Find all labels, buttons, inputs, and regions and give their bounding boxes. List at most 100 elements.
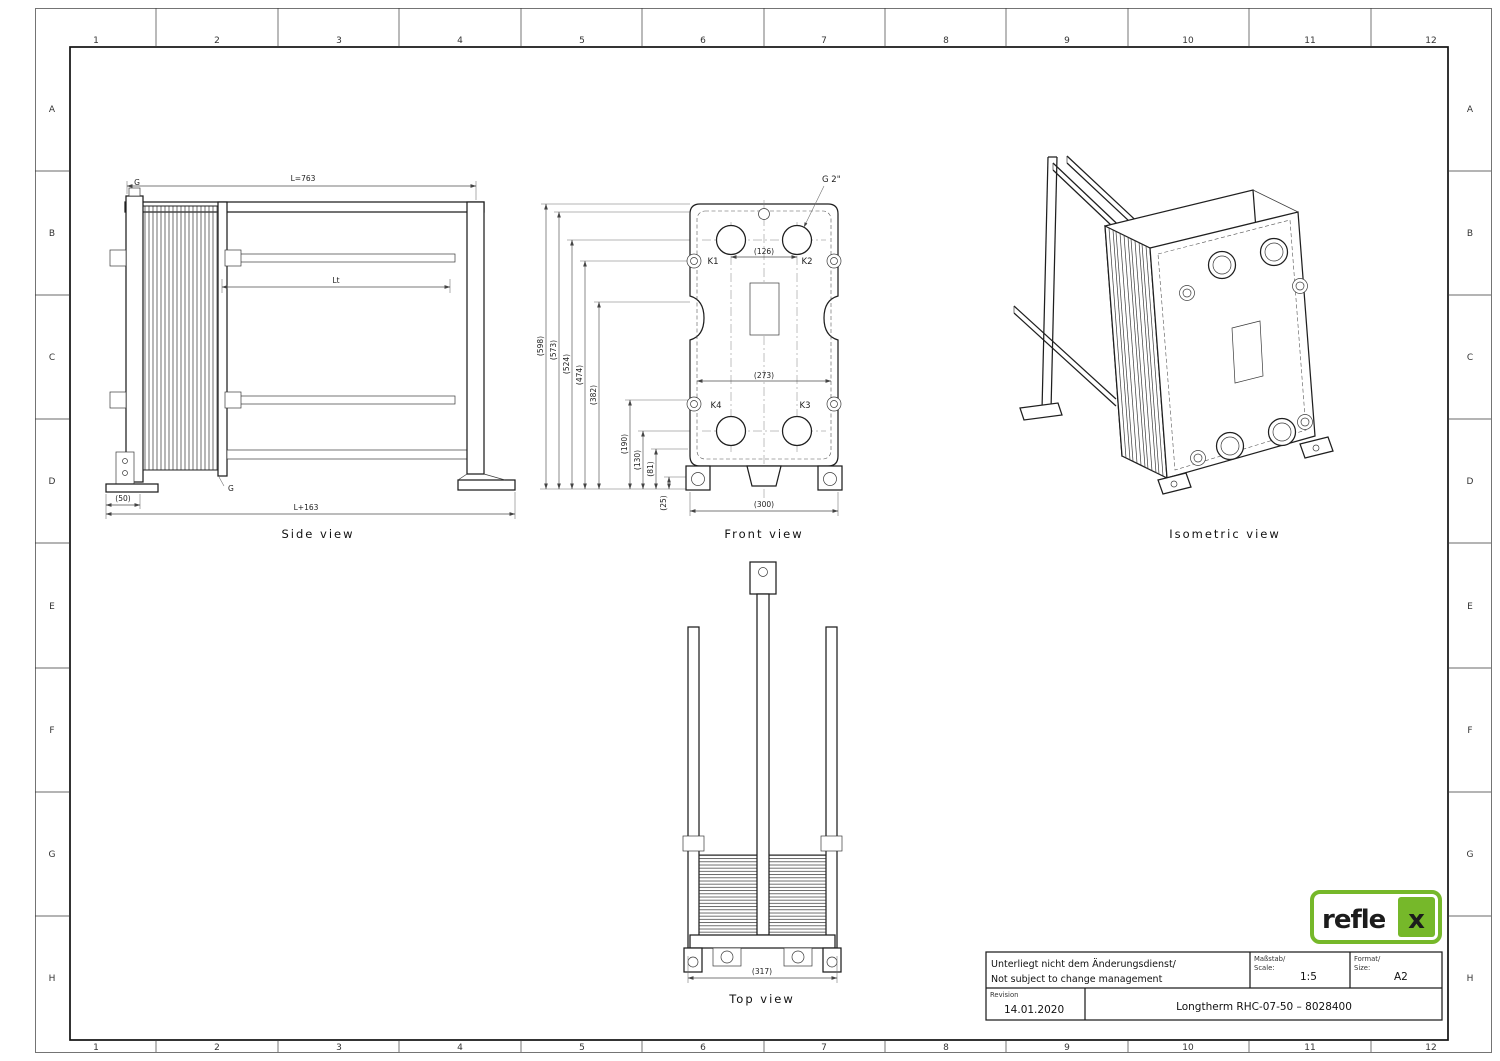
port-k1 xyxy=(715,224,747,256)
grid-labels-right: A B C D E F G H xyxy=(1467,105,1474,984)
grid-row-label: G xyxy=(1467,850,1474,860)
front-dim-190: (190) xyxy=(620,434,629,454)
side-dim-50: (50) xyxy=(115,494,130,503)
plate-pack-hatch xyxy=(1108,227,1164,477)
isometric-view: Isometric view xyxy=(1013,155,1334,541)
logo-text: refle xyxy=(1322,905,1386,935)
isometric-view-title: Isometric view xyxy=(1169,527,1281,541)
grid-col-label: 5 xyxy=(579,36,585,46)
grid-row-label: A xyxy=(49,105,56,115)
reflex-logo: refle x xyxy=(1310,890,1442,944)
grid-col-label: 3 xyxy=(336,1043,342,1053)
grid-row-label: F xyxy=(49,726,54,736)
grid-col-label: 7 xyxy=(821,1043,827,1053)
grid-row-label: C xyxy=(49,353,55,363)
grid-col-label: 2 xyxy=(214,1043,220,1053)
grid-row-label: A xyxy=(1467,105,1474,115)
grid-col-label: 11 xyxy=(1304,36,1315,46)
grid-col-label: 9 xyxy=(1064,1043,1070,1053)
grid-col-label: 2 xyxy=(214,36,220,46)
front-dim-g2: G 2" xyxy=(822,175,841,185)
grid-labels-bottom: 1 2 3 4 5 6 7 8 9 10 11 12 xyxy=(93,1043,1437,1053)
grid-col-label: 3 xyxy=(336,36,342,46)
grid-labels-left: A B C D E F G H xyxy=(49,105,56,984)
grid-col-label: 6 xyxy=(700,1043,706,1053)
grid-col-label: 4 xyxy=(457,1043,463,1053)
grid-col-label: 12 xyxy=(1425,1043,1436,1053)
grid-row-label: D xyxy=(49,477,56,487)
grid-labels-top: 1 2 3 4 5 6 7 8 9 10 11 12 xyxy=(93,36,1437,46)
front-dim-382: (382) xyxy=(589,385,598,405)
front-dim-81: (81) xyxy=(646,461,655,476)
top-dim-317: (317) xyxy=(752,967,772,976)
lifting-hole xyxy=(758,208,770,220)
side-view: L=763 G Lt (50) L+163 G Side view xyxy=(105,174,516,541)
top-view: (317) Top view xyxy=(682,561,843,1006)
side-dim-lt: Lt xyxy=(332,276,339,285)
grid-col-label: 1 xyxy=(93,1043,99,1053)
front-dim-524: (524) xyxy=(562,354,571,374)
grid-col-label: 11 xyxy=(1304,1043,1315,1053)
grid-col-label: 8 xyxy=(943,36,949,46)
revision-date: 14.01.2020 xyxy=(1004,1004,1064,1016)
front-bolts xyxy=(686,253,842,412)
grid-row-label: D xyxy=(1467,477,1474,487)
port-k3 xyxy=(781,415,813,447)
nameplate xyxy=(749,282,780,336)
side-label-g-top: G xyxy=(134,178,140,187)
grid-row-label: B xyxy=(49,229,55,239)
logo-green-square xyxy=(1398,897,1435,937)
front-dim-598: (598) xyxy=(536,336,545,356)
front-dim-300: (300) xyxy=(754,500,774,509)
grid-col-label: 12 xyxy=(1425,36,1436,46)
grid-col-label: 5 xyxy=(579,1043,585,1053)
format-label-de: Format/ xyxy=(1354,955,1381,963)
grid-col-label: 9 xyxy=(1064,36,1070,46)
grid-row-label: F xyxy=(1467,726,1472,736)
format-value: A2 xyxy=(1394,971,1408,983)
grid-row-label: E xyxy=(1467,602,1473,612)
grid-col-label: 1 xyxy=(93,36,99,46)
grid-row-label: H xyxy=(1467,974,1474,984)
port-label-k4: K4 xyxy=(711,401,722,411)
front-view: (598) (573) (524) (474) (382) (190) (130… xyxy=(536,175,843,541)
grid-row-label: C xyxy=(1467,353,1473,363)
change-note-en: Not subject to change management xyxy=(991,974,1163,985)
title-block: Unterliegt nicht dem Änderungsdienst/ No… xyxy=(985,951,1443,1021)
grid-col-label: 10 xyxy=(1182,1043,1194,1053)
front-view-title: Front view xyxy=(724,527,803,541)
side-view-title: Side view xyxy=(281,527,354,541)
grid-row-label: B xyxy=(1467,229,1473,239)
side-label-g-bottom: G xyxy=(228,484,234,493)
grid-row-label: G xyxy=(49,850,56,860)
side-dim-length: L=763 xyxy=(291,174,316,183)
scale-label-en: Scale: xyxy=(1254,964,1275,972)
grid-row-label: E xyxy=(49,602,55,612)
scale-value: 1:5 xyxy=(1300,971,1317,983)
grid-row-label: H xyxy=(49,974,56,984)
change-note-de: Unterliegt nicht dem Änderungsdienst/ xyxy=(991,959,1177,970)
format-label-en: Size: xyxy=(1354,964,1370,972)
grid-col-label: 10 xyxy=(1182,36,1194,46)
document-title: Longtherm RHC-07-50 – 8028400 xyxy=(1176,1001,1352,1013)
front-dim-130: (130) xyxy=(633,450,642,470)
port-k2 xyxy=(781,224,813,256)
logo-x: x xyxy=(1408,905,1425,935)
top-view-title: Top view xyxy=(728,992,795,1006)
grid-col-label: 6 xyxy=(700,36,706,46)
front-dim-25: (25) xyxy=(659,495,668,510)
port-label-k2: K2 xyxy=(802,257,813,267)
grid-col-label: 8 xyxy=(943,1043,949,1053)
port-label-k3: K3 xyxy=(800,401,811,411)
front-dim-273: (273) xyxy=(754,371,774,380)
side-dim-l163: L+163 xyxy=(294,503,319,512)
revision-label: Revision xyxy=(990,991,1018,999)
drawing-frame: 1 2 3 4 5 6 7 8 9 10 11 12 1 2 3 4 5 6 7… xyxy=(35,8,1492,1053)
front-dim-126: (126) xyxy=(754,247,774,256)
port-k4 xyxy=(715,415,747,447)
grid-col-label: 7 xyxy=(821,36,827,46)
front-dim-474: (474) xyxy=(575,365,584,385)
grid-col-label: 4 xyxy=(457,36,463,46)
